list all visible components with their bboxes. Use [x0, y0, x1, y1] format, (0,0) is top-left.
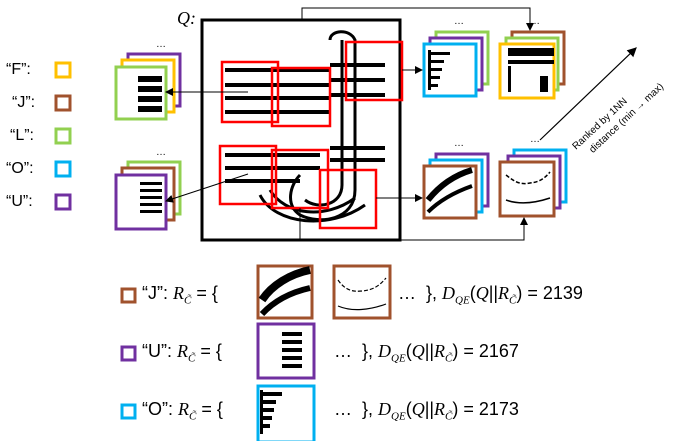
row-u-tail: … }, DQE(Q||RC̃) = 2167 — [334, 341, 519, 365]
query-patches — [218, 40, 404, 230]
row-o-label: “O”: RC̃ = { — [142, 399, 223, 423]
stack-ellipsis: … — [156, 39, 166, 50]
patch-box — [344, 40, 404, 102]
row-j-tail: … }, DQE(Q||RC̃) = 2139 — [398, 283, 583, 307]
legend-label-o: “O”: — [6, 160, 34, 177]
row-o-tail: … }, DQE(Q||RC̃) = 2173 — [334, 399, 519, 423]
legend-swatch-j — [54, 94, 72, 112]
row-u-label: “U”: RC̃ = { — [142, 341, 222, 365]
stack-bottom-left: … — [114, 147, 182, 231]
stack-top-right-1: … — [422, 16, 490, 98]
stack-ellipsis: … — [454, 138, 464, 149]
row-u-rset: R — [177, 341, 189, 361]
stack-bottom-right-1: … — [422, 138, 490, 220]
patch-box — [218, 144, 278, 206]
legend-label-l: “L”: — [10, 127, 34, 144]
legend-label-f: “F”: — [6, 61, 31, 78]
query-label: Q: — [177, 8, 196, 28]
stack-ellipsis: … — [530, 16, 540, 27]
row-o-rset: R — [178, 399, 190, 419]
row-u-ellipsis: … — [334, 341, 352, 361]
legend-swatch-u — [54, 193, 72, 211]
stack-top-left: … — [114, 39, 182, 121]
legend-swatch-f — [54, 61, 72, 79]
row-u-dlabel: D — [378, 341, 392, 361]
row-j-ellipsis: … — [398, 283, 416, 303]
row-u-value: = 2167 — [463, 341, 519, 361]
legend-label-u: “U”: — [6, 193, 33, 210]
stack-ellipsis: … — [156, 147, 166, 158]
row-o-ellipsis: … — [334, 399, 352, 419]
stack-ellipsis: … — [454, 16, 464, 27]
row-j-label: “J”: RC̃ = { — [142, 283, 218, 307]
row-j-dlabel: D — [442, 283, 456, 303]
thumb-j-2 — [332, 264, 392, 320]
row-swatch-o — [120, 403, 137, 420]
stack-bottom-right-2: … — [498, 134, 568, 218]
row-swatch-u — [120, 345, 137, 362]
rank-label: Ranked by 1NN distance (min → max) — [571, 81, 666, 155]
thumb-o-1 — [256, 384, 316, 441]
row-j-class: “J”: — [142, 283, 168, 303]
patch-box — [270, 66, 332, 128]
row-swatch-j — [120, 287, 137, 304]
row-j-rset: R — [173, 283, 185, 303]
patch-box — [318, 168, 378, 230]
result-rows — [120, 264, 392, 441]
row-o-class: “O”: — [142, 399, 173, 419]
stack-top-right-2: … — [498, 16, 566, 100]
row-u-class: “U”: — [142, 341, 172, 361]
stack-ellipsis: … — [530, 134, 540, 145]
legend — [54, 61, 72, 211]
row-o-dlabel: D — [378, 399, 392, 419]
row-j-value: = 2139 — [527, 283, 583, 303]
legend-swatch-o — [54, 160, 72, 178]
legend-swatch-l — [54, 127, 72, 145]
legend-label-j: “J”: — [12, 94, 36, 111]
row-o-value: = 2173 — [463, 399, 519, 419]
